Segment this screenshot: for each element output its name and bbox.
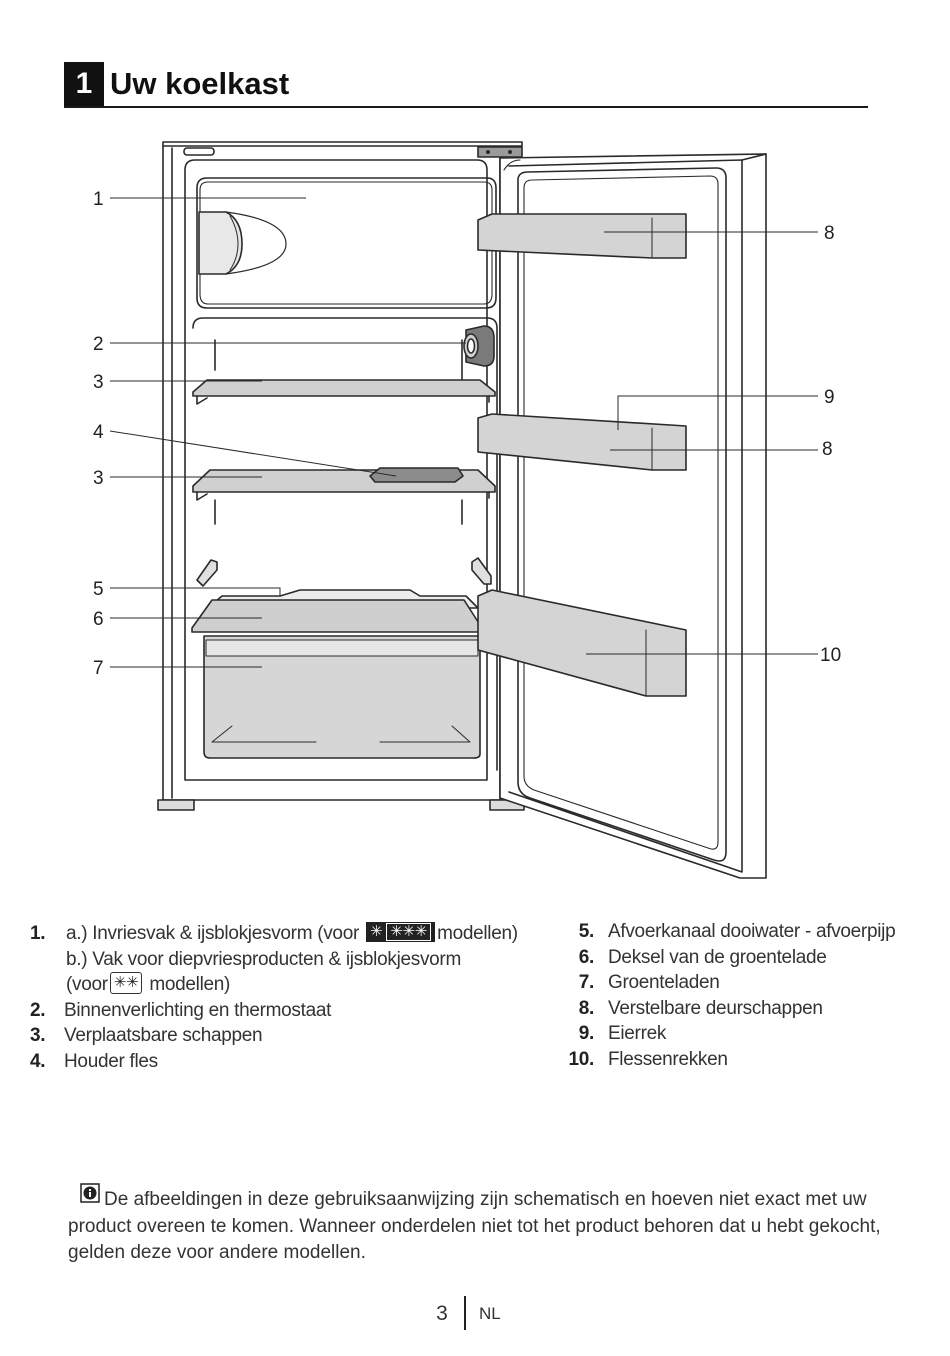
callout-3-lower: 3: [93, 468, 104, 489]
legend-item-4: 4. Houder fles: [30, 1049, 560, 1075]
page-number: 3: [436, 1302, 448, 1325]
callout-7: 7: [93, 658, 104, 679]
cabinet-body: [162, 141, 523, 147]
chapter-number: 1: [64, 62, 104, 106]
legend-number: 8.: [578, 997, 595, 1019]
callout-3-upper: 3: [93, 372, 104, 393]
legend-number: 5.: [578, 921, 595, 942]
info-note: De afbeeldingen in deze gebruiksaanwijzi…: [68, 1183, 888, 1266]
legend-line: a.) Invriesvak & ijsblokjesvorm (voor ✳✳…: [66, 921, 560, 947]
crisper-cover: [191, 599, 483, 633]
legend-item-8: 8. Verstelbare deurschappen: [560, 996, 940, 1022]
note-text: De afbeeldingen in deze gebruiksaanwijzi…: [68, 1189, 881, 1263]
legend-text: modellen): [149, 974, 231, 995]
two-star-symbol: ✳✳: [109, 971, 143, 994]
bottle-holder: [369, 467, 464, 483]
language-code: NL: [479, 1304, 501, 1323]
thermostat-knob: [463, 325, 495, 367]
ice-tray: [198, 211, 243, 275]
door-shelf-top: [477, 213, 687, 259]
legend-number: 7.: [578, 972, 595, 993]
freezer-compartment: [196, 177, 497, 309]
legend-right: 5. Afvoerkanaal dooiwater - afvoerpijp 6.…: [560, 919, 940, 1072]
callout-2: 2: [93, 334, 104, 355]
legend-number: 4.: [30, 1050, 46, 1072]
legend-text: Eierrek: [608, 1023, 667, 1044]
page-footer: 3 NL: [0, 1296, 950, 1332]
footer-divider: [464, 1296, 466, 1330]
stars-box-icon: ✳✳✳: [386, 922, 432, 941]
legend-number: 1.: [30, 923, 46, 944]
callout-10: 10: [820, 645, 841, 666]
callout-8-top: 8: [824, 223, 835, 244]
shelf-upper: [192, 379, 496, 405]
chapter-header: 1 Uw koelkast: [64, 62, 868, 108]
legend-text: Deksel van de groentelade: [608, 946, 827, 968]
door-shelf-middle: [477, 413, 687, 471]
fridge-diagram: 1 2 3 4 3 5 6 7 8 9 8 10: [0, 130, 950, 890]
freezer-star-symbol: ✳✳✳✳: [365, 921, 436, 942]
callout-9: 9: [824, 387, 835, 408]
legend-line: b.) Vak voor diepvriesproducten & ijsblo…: [66, 947, 560, 973]
legend-text: Verplaatsbare schappen: [64, 1025, 263, 1046]
top-vent: [183, 147, 215, 156]
legend-text: b.) Vak voor diepvriesproducten & ijsblo…: [66, 948, 461, 970]
callout-8-middle: 8: [822, 439, 833, 460]
legend-item-7: 7. Groenteladen: [560, 970, 940, 996]
legend-line: (voor✳✳ modellen): [66, 971, 560, 998]
vegetable-drawer: [203, 635, 481, 759]
legend-item-1: 1. a.) Invriesvak & ijsblokjesvorm (voor…: [30, 921, 560, 998]
hinge: [477, 146, 523, 158]
legend-text: Groenteladen: [608, 972, 720, 993]
legend-text: Flessenrekken: [608, 1048, 728, 1070]
legend-text: Verstelbare deurschappen: [608, 997, 823, 1019]
fridge-illustration: 1 2 3 4 3 5 6 7 8 9 8 10: [93, 141, 841, 879]
door-shelf-bottom: [477, 589, 687, 697]
legend-item-3: 3. Verplaatsbare schappen: [30, 1023, 560, 1049]
legend-item-2: 2. Binnenverlichting en thermostaat: [30, 998, 560, 1024]
legend-number: 2.: [30, 999, 46, 1021]
legend-text: Binnenverlichting en thermostaat: [64, 999, 332, 1021]
callout-6: 6: [93, 609, 104, 630]
info-icon: [80, 1183, 100, 1211]
callout-4: 4: [93, 422, 104, 443]
legend-number: 9.: [578, 1023, 595, 1044]
legend-item-10: 10. Flessenrekken: [560, 1047, 940, 1073]
chapter-title: Uw koelkast: [110, 66, 290, 101]
fridge-door: [499, 153, 767, 879]
legend-number: 6.: [578, 946, 595, 968]
legend-left: 1. a.) Invriesvak & ijsblokjesvorm (voor…: [30, 921, 560, 1074]
legend-item-6: 6. Deksel van de groentelade: [560, 945, 940, 971]
callout-1: 1: [93, 189, 104, 210]
legend-text: Afvoerkanaal dooiwater - afvoerpijp: [608, 921, 896, 942]
legend-text: Houder fles: [64, 1050, 158, 1072]
legend-text: (voor: [66, 974, 108, 995]
legend-text: modellen): [437, 923, 518, 944]
legend-number: 3.: [30, 1025, 46, 1046]
callout-5: 5: [93, 579, 104, 600]
legend-item-5: 5. Afvoerkanaal dooiwater - afvoerpijp: [560, 919, 940, 945]
legend-item-9: 9. Eierrek: [560, 1021, 940, 1047]
legend-number: 10.: [568, 1048, 594, 1070]
legend-text: a.) Invriesvak & ijsblokjesvorm (voor: [66, 923, 359, 944]
star-icon: ✳: [369, 922, 383, 940]
foot-left: [157, 799, 195, 811]
